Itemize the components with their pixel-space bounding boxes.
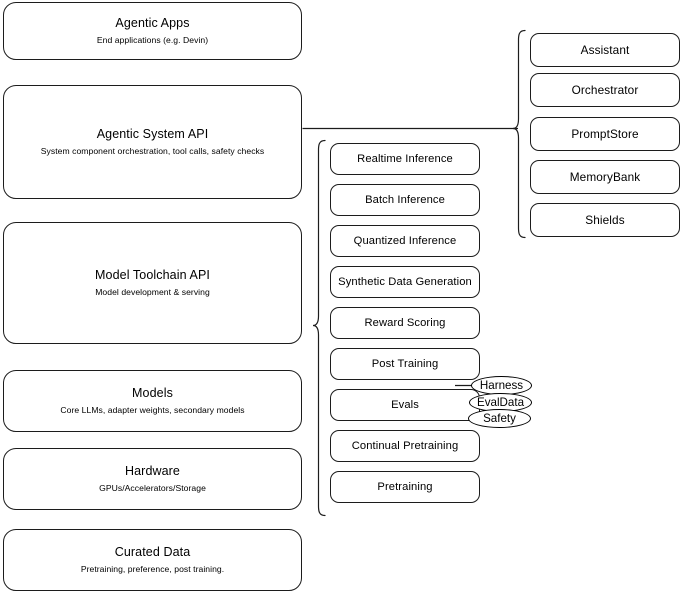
layer-agentic-system-api[interactable]: Agentic System API System component orch… xyxy=(3,85,302,199)
layer-subtitle: Pretraining, preference, post training. xyxy=(80,563,225,574)
layer-title: Model Toolchain API xyxy=(95,268,210,283)
layer-title: Models xyxy=(132,386,173,401)
system-item-memorybank[interactable]: MemoryBank xyxy=(530,160,680,194)
node-title: Realtime Inference xyxy=(357,153,453,165)
layer-title: Hardware xyxy=(125,464,180,479)
toolchain-item-synthetic-data-generation[interactable]: Synthetic Data Generation xyxy=(330,266,480,298)
layer-model-toolchain-api[interactable]: Model Toolchain API Model development & … xyxy=(3,222,302,344)
eval-pill-safety[interactable]: Safety xyxy=(468,409,531,428)
toolchain-item-evals[interactable]: Evals xyxy=(330,389,480,421)
node-title: Reward Scoring xyxy=(364,317,446,329)
system-item-shields[interactable]: Shields xyxy=(530,203,680,237)
layer-subtitle: Model development & serving xyxy=(95,286,210,297)
node-title: Synthetic Data Generation xyxy=(338,276,472,288)
right-column-brace xyxy=(512,29,526,239)
node-title: Post Training xyxy=(371,358,439,370)
toolchain-item-post-training[interactable]: Post Training xyxy=(330,348,480,380)
layer-curated-data[interactable]: Curated Data Pretraining, preference, po… xyxy=(3,529,302,591)
node-title: MemoryBank xyxy=(569,169,641,184)
pill-label: Safety xyxy=(483,412,516,425)
toolchain-item-quantized-inference[interactable]: Quantized Inference xyxy=(330,225,480,257)
layer-hardware[interactable]: Hardware GPUs/Accelerators/Storage xyxy=(3,448,302,510)
node-title: Quantized Inference xyxy=(353,235,457,247)
toolchain-item-reward-scoring[interactable]: Reward Scoring xyxy=(330,307,480,339)
node-title: Pretraining xyxy=(377,481,433,493)
toolchain-item-batch-inference[interactable]: Batch Inference xyxy=(330,184,480,216)
layer-subtitle: Core LLMs, adapter weights, secondary mo… xyxy=(60,404,245,415)
system-item-promptstore[interactable]: PromptStore xyxy=(530,117,680,151)
layer-title: Agentic Apps xyxy=(115,16,190,31)
pill-label: EvalData xyxy=(476,396,525,409)
layer-title: Curated Data xyxy=(114,545,191,560)
layer-models[interactable]: Models Core LLMs, adapter weights, secon… xyxy=(3,370,302,432)
layer-agentic-apps[interactable]: Agentic Apps End applications (e.g. Devi… xyxy=(3,2,302,60)
layer-subtitle: End applications (e.g. Devin) xyxy=(96,34,209,45)
layer-subtitle: System component orchestration, tool cal… xyxy=(40,145,265,156)
toolchain-item-continual-pretraining[interactable]: Continual Pretraining xyxy=(330,430,480,462)
eval-pill-harness[interactable]: Harness xyxy=(471,376,532,395)
node-title: Evals xyxy=(391,399,419,411)
layer-subtitle: GPUs/Accelerators/Storage xyxy=(99,482,206,493)
node-title: Continual Pretraining xyxy=(351,440,459,452)
eval-pill-evaldata[interactable]: EvalData xyxy=(469,393,532,412)
middle-column-brace xyxy=(312,139,326,517)
node-title: Orchestrator xyxy=(571,82,639,97)
toolchain-item-pretraining[interactable]: Pretraining xyxy=(330,471,480,503)
system-item-assistant[interactable]: Assistant xyxy=(530,33,680,67)
layer-title: Agentic System API xyxy=(96,127,209,142)
node-title: PromptStore xyxy=(571,126,639,141)
toolchain-item-realtime-inference[interactable]: Realtime Inference xyxy=(330,143,480,175)
node-title: Batch Inference xyxy=(365,194,445,206)
pill-label: Harness xyxy=(479,379,524,392)
node-title: Shields xyxy=(585,212,625,227)
node-title: Assistant xyxy=(580,42,630,57)
system-item-orchestrator[interactable]: Orchestrator xyxy=(530,73,680,107)
